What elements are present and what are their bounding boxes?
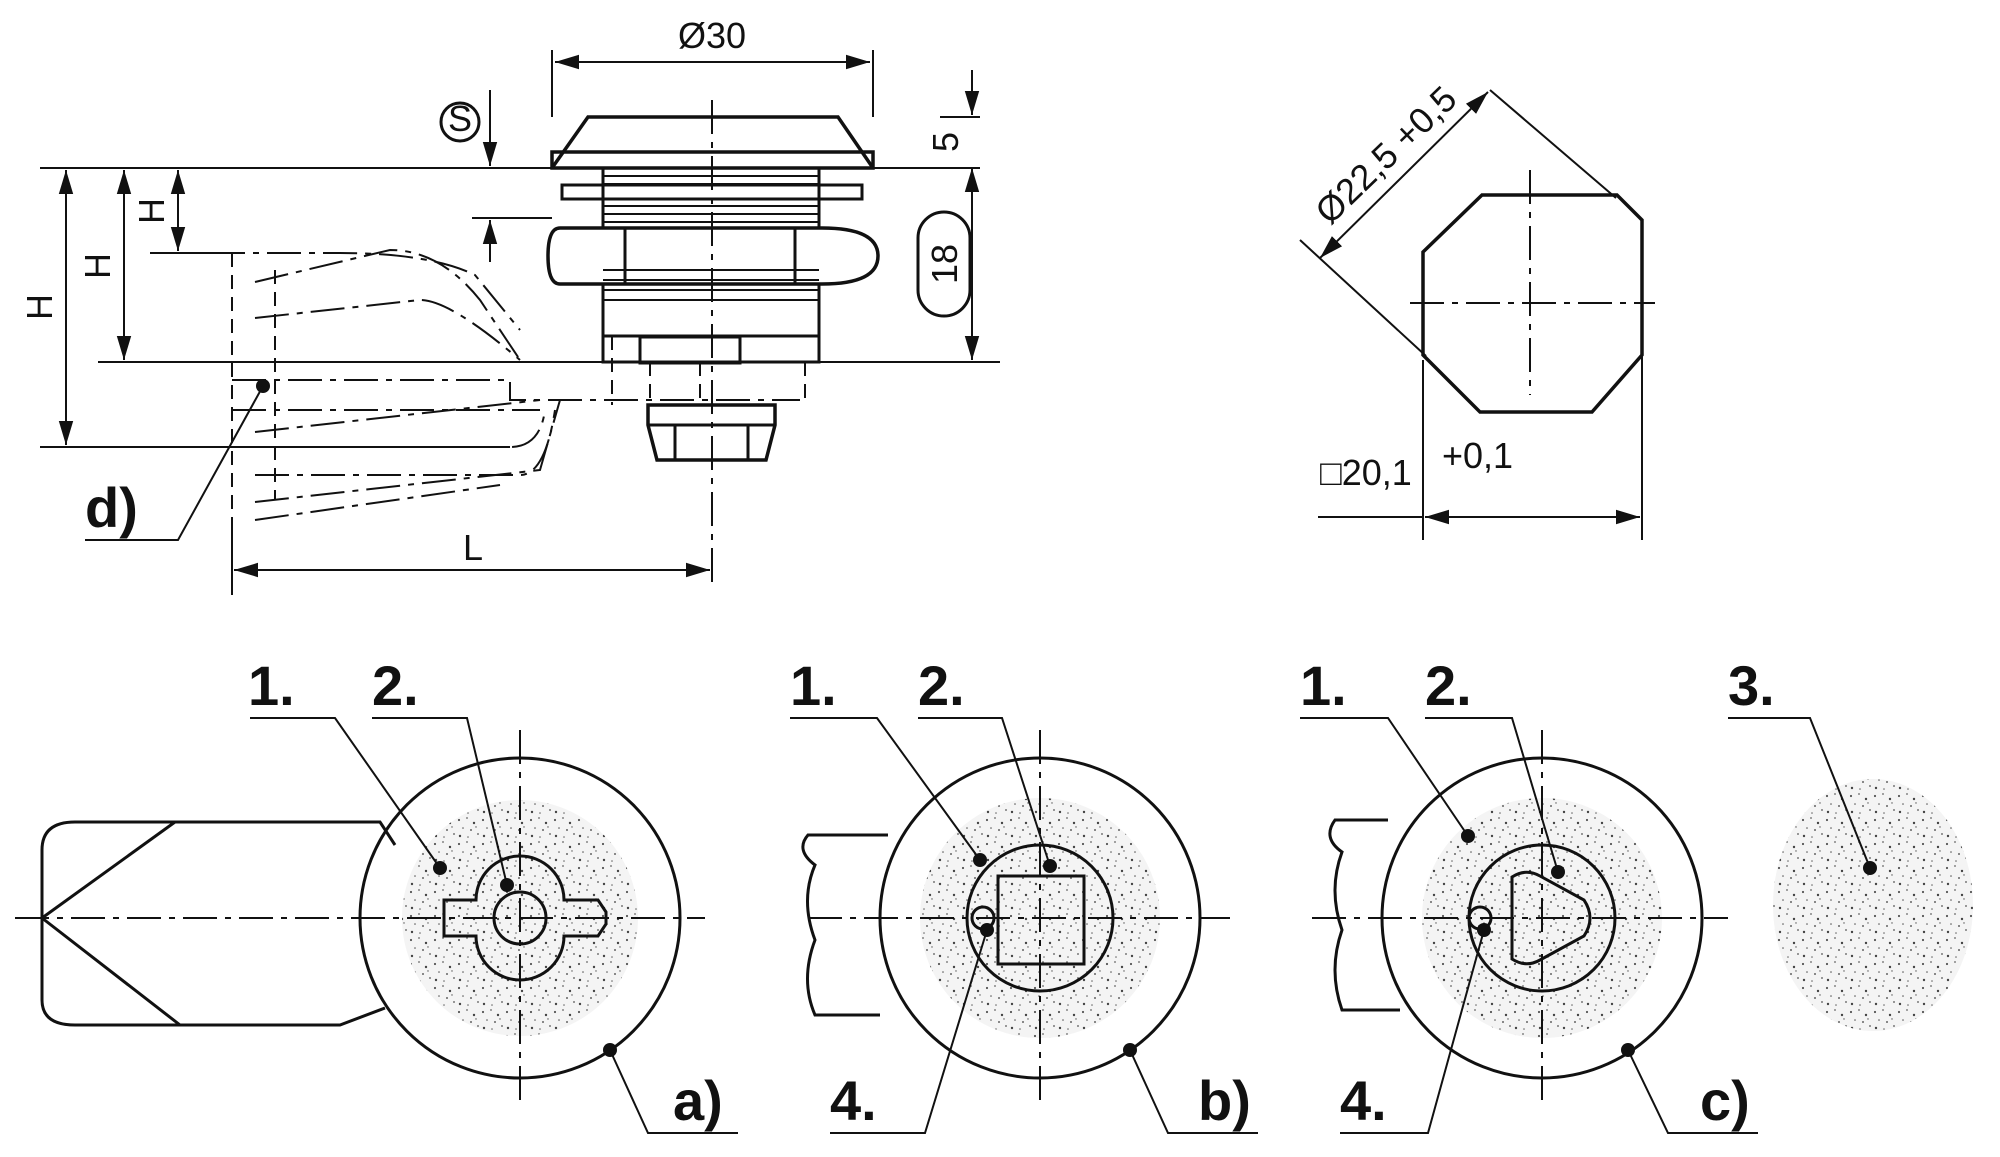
- label-a: a): [673, 1069, 723, 1132]
- dim-height-5: 5: [925, 132, 966, 152]
- panel-cutout-view: Ø22,5 +0,5 □20,1 +0,1: [1299, 78, 1655, 540]
- label-c-4: 4.: [1340, 1069, 1387, 1132]
- dim-length: L: [463, 527, 483, 568]
- label-b-1: 1.: [790, 654, 837, 717]
- front-view-c: 1. 2. 4. c): [1300, 654, 1758, 1134]
- label-b-2: 2.: [918, 654, 965, 717]
- label-a-2: 2.: [372, 654, 419, 717]
- label-c-2: 2.: [1425, 654, 1472, 717]
- label-b-4: 4.: [830, 1069, 877, 1132]
- dim-h3: H: [19, 294, 60, 320]
- label-d: d): [85, 476, 138, 539]
- dim-square-20: □20,1: [1320, 452, 1412, 493]
- dim-square-tolerance: +0,1: [1442, 435, 1513, 476]
- s-symbol-circle: [439, 101, 481, 143]
- label-c-1: 1.: [1300, 654, 1347, 717]
- front-view-b: 1. 2. 4. b): [790, 654, 1258, 1134]
- hex-nut: [546, 226, 880, 286]
- label-c: c): [1700, 1069, 1750, 1132]
- label-legend-3: 3.: [1728, 654, 1775, 717]
- dim-h1: H: [131, 198, 172, 224]
- s-symbol: S: [448, 98, 472, 139]
- dim-h2: H: [77, 253, 118, 279]
- label-b: b): [1198, 1069, 1251, 1132]
- dim-height-18: 18: [924, 244, 965, 284]
- dim-18-box: [916, 210, 972, 318]
- material-legend-3: 3.: [1728, 654, 1973, 1031]
- dim-diameter-30: Ø30: [678, 15, 746, 56]
- label-a-1: 1.: [248, 654, 295, 717]
- front-view-a: 1. 2. a): [15, 654, 738, 1134]
- dim-diameter-22: Ø22,5 +0,5: [1307, 78, 1464, 232]
- side-view: Ø30 5 18 S H H H L d): [19, 15, 1000, 595]
